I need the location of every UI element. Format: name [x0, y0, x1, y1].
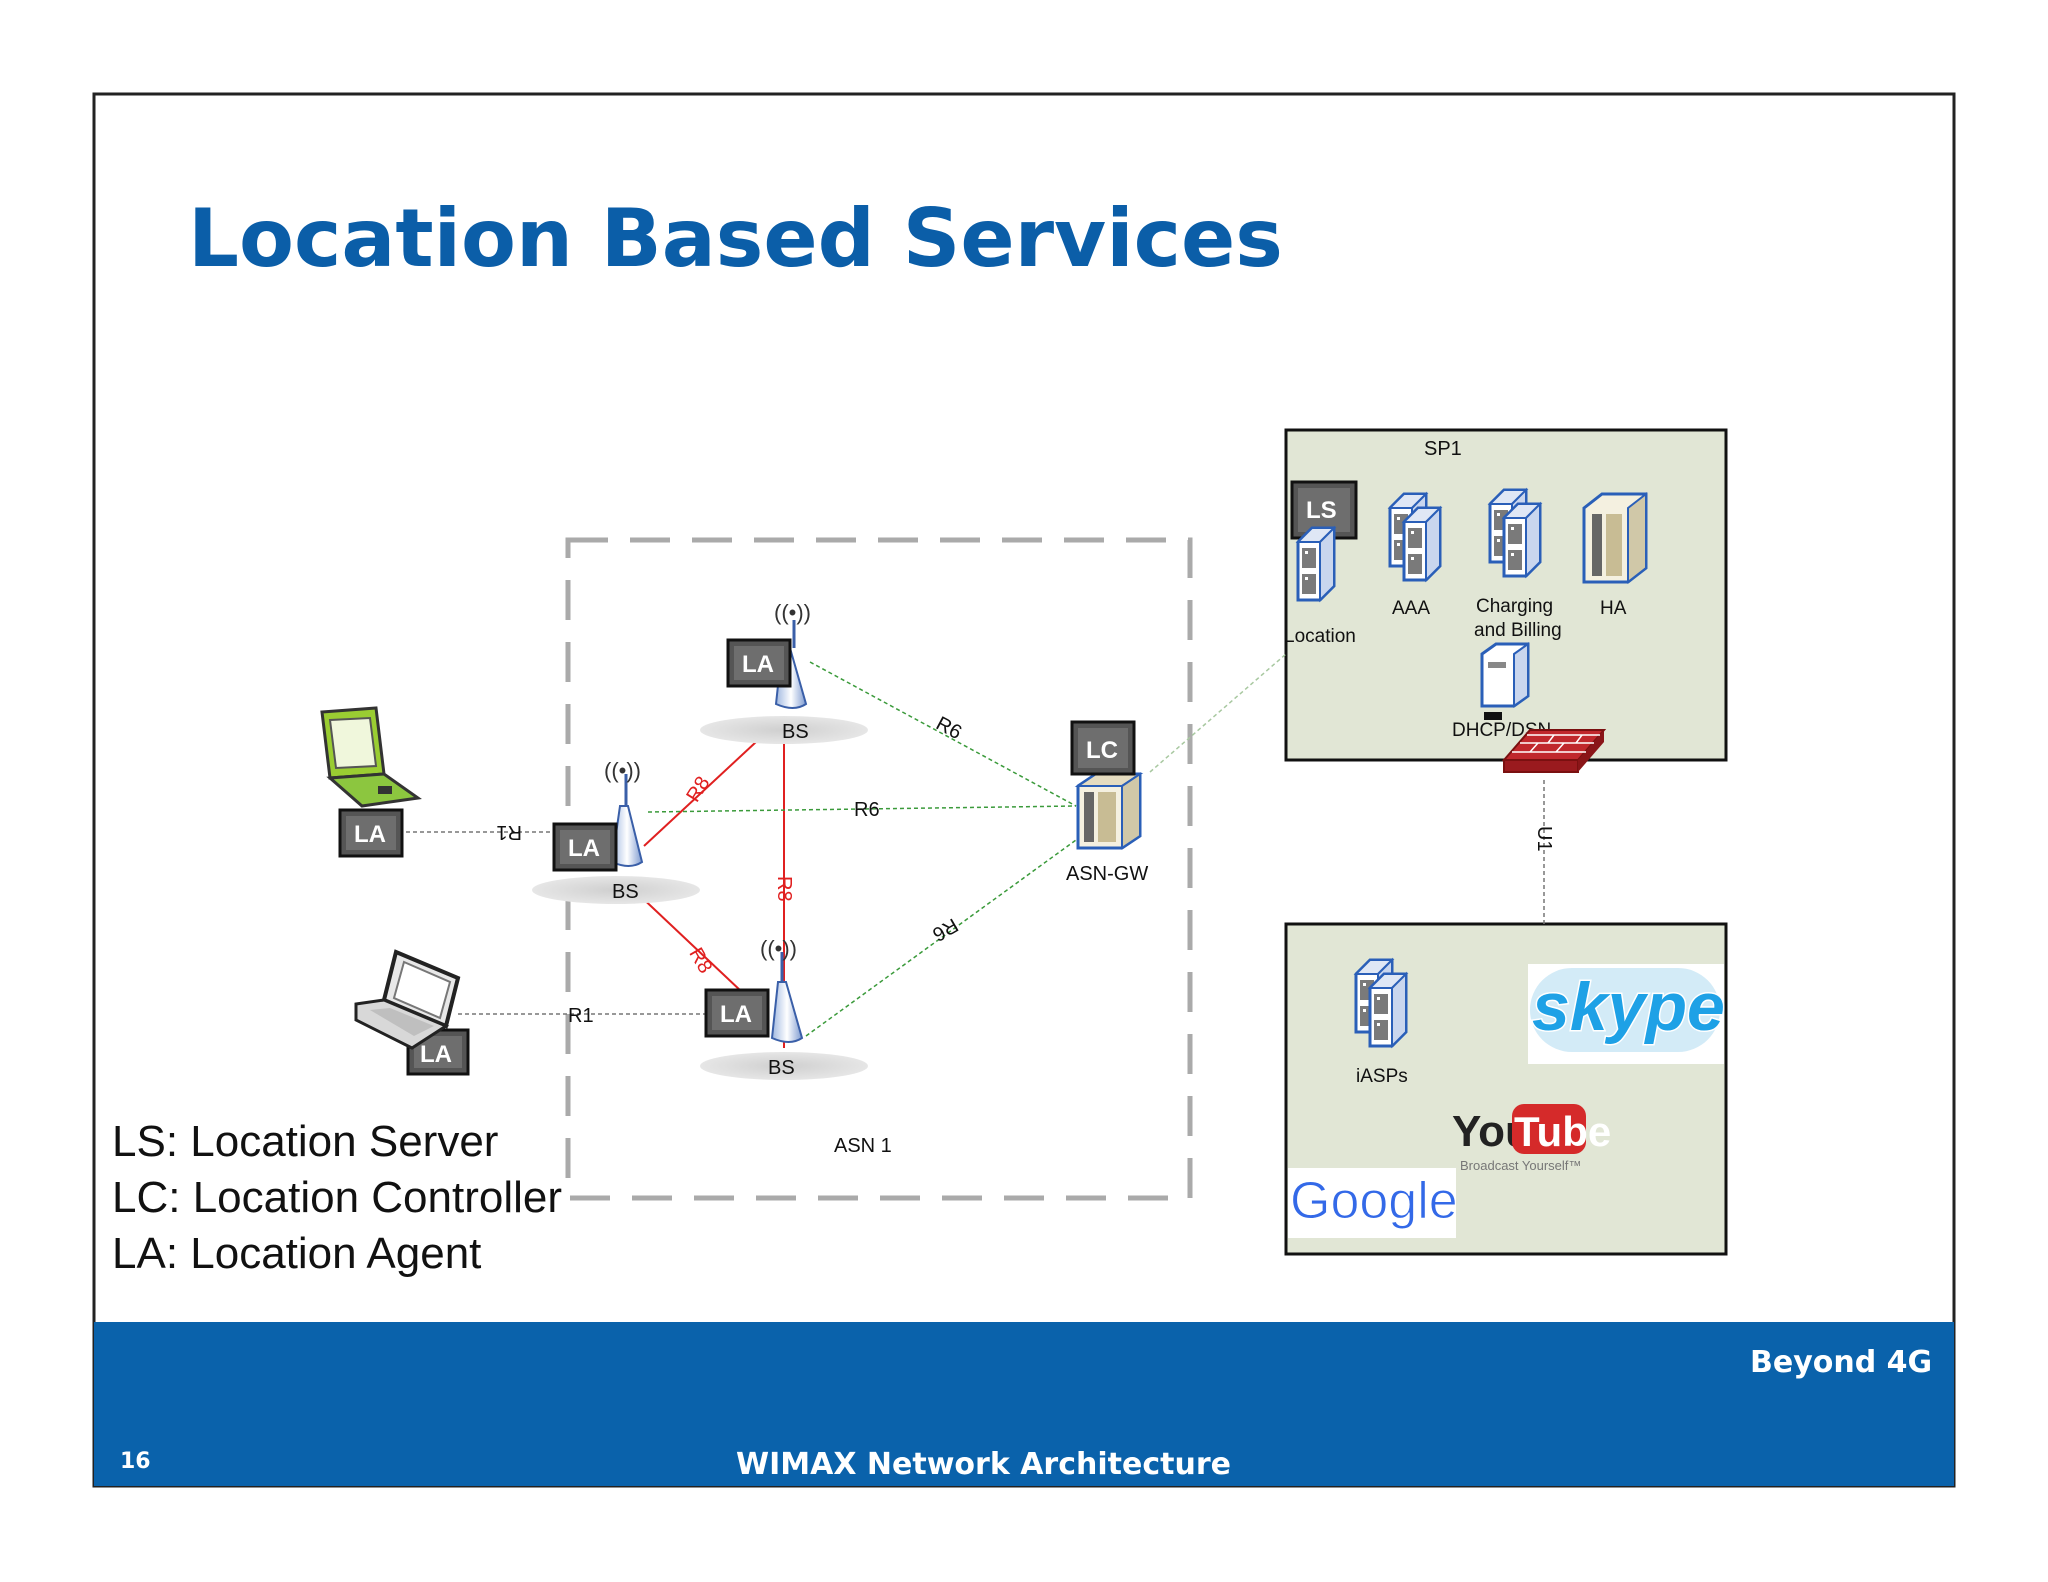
- google-logo-text: Google: [1290, 1172, 1458, 1230]
- page-number: 16: [120, 1449, 151, 1474]
- r6-link-1: [809, 661, 1077, 807]
- aaa-server-icon-2: [1402, 506, 1442, 582]
- radio-icon: ((•)): [604, 758, 641, 783]
- bs-middle: ((•)) BS: [532, 758, 700, 904]
- asn-gw-icon: [1074, 772, 1144, 850]
- charging-label-line2: and Billing: [1474, 620, 1562, 641]
- lc-tag-text: LC: [1086, 737, 1118, 764]
- sp1-box: [1284, 428, 1728, 762]
- charging-label-line1: Charging: [1476, 596, 1553, 617]
- charging-server-icon-2: [1502, 502, 1542, 578]
- r8-label-2: R8: [773, 876, 795, 902]
- ha-server-icon: [1582, 491, 1648, 585]
- youtube-logo: You Tube Broadcast Yourself™: [1452, 1104, 1611, 1173]
- bs-shadow: [700, 716, 868, 744]
- la-tag-laptop-green: LA: [338, 808, 404, 858]
- legend-lc: LC: Location Controller: [112, 1173, 562, 1222]
- laptop-gray-icon: [354, 949, 461, 1050]
- la-tag-text: LA: [568, 835, 600, 862]
- location-server-icon: [1296, 526, 1336, 602]
- r8-link-3: [635, 891, 743, 993]
- r6-link-2: [647, 805, 1077, 813]
- dhcp-server-icon: [1480, 642, 1530, 720]
- location-label: Location: [1284, 626, 1356, 647]
- la-tag-bs-bottom: LA: [704, 988, 770, 1038]
- youtube-tube: Tube: [1514, 1108, 1611, 1155]
- radio-icon: ((•)): [774, 600, 811, 625]
- r1-label-bottom: R1: [568, 1005, 594, 1027]
- la-tag-text: LA: [720, 1001, 752, 1028]
- ls-tag: LS: [1290, 480, 1358, 540]
- la-tag-text: LA: [354, 821, 386, 848]
- lc-tag: LC: [1070, 720, 1136, 776]
- laptop-green-icon: [320, 706, 422, 808]
- la-tag-text: LA: [742, 651, 774, 678]
- google-logo: Google: [1288, 1168, 1458, 1238]
- r1-label-top: R1: [496, 821, 522, 843]
- footer-bar: [94, 1322, 1954, 1486]
- u1-label: U1: [1533, 826, 1555, 852]
- radio-icon: ((•)): [760, 936, 797, 961]
- asn-region: [565, 537, 1193, 1201]
- asn-gw-label: ASN-GW: [1066, 863, 1148, 885]
- bs-label: BS: [782, 721, 809, 743]
- asn-label: ASN 1: [834, 1135, 892, 1157]
- skype-logo: skype: [1528, 964, 1726, 1064]
- bs-bottom: ((•)) BS: [700, 936, 868, 1080]
- skype-logo-text: skype: [1532, 969, 1725, 1045]
- footer-brand: Beyond 4G: [1750, 1345, 1932, 1380]
- footer-title: WIMAX Network Architecture: [736, 1447, 1231, 1482]
- legend-ls: LS: Location Server: [112, 1117, 498, 1166]
- r6-label-2: R6: [854, 799, 880, 821]
- la-tag-bs-middle: LA: [552, 822, 618, 872]
- youtube-tagline: Broadcast Yourself™: [1460, 1158, 1581, 1173]
- ls-tag-text: LS: [1306, 497, 1337, 524]
- firewall-icon: [1501, 729, 1607, 773]
- ha-label: HA: [1600, 598, 1627, 619]
- iasps-label: iASPs: [1356, 1066, 1408, 1087]
- asn-sp1-link: [1149, 653, 1287, 773]
- la-tag-text: LA: [420, 1041, 452, 1068]
- bs-shadow: [532, 876, 700, 904]
- bs-label: BS: [768, 1057, 795, 1079]
- bs-label: BS: [612, 881, 639, 903]
- bs-shadow: [700, 1052, 868, 1080]
- legend-la: LA: Location Agent: [112, 1229, 481, 1278]
- bs-tower-icon: [770, 981, 804, 1043]
- sp1-label: SP1: [1424, 438, 1462, 460]
- iasps-server-icon-2: [1368, 972, 1408, 1048]
- la-tag-bs-top: LA: [726, 638, 792, 688]
- aaa-label: AAA: [1392, 598, 1430, 619]
- r8-link-1: [643, 741, 757, 847]
- slide-title: Location Based Services: [188, 192, 1283, 285]
